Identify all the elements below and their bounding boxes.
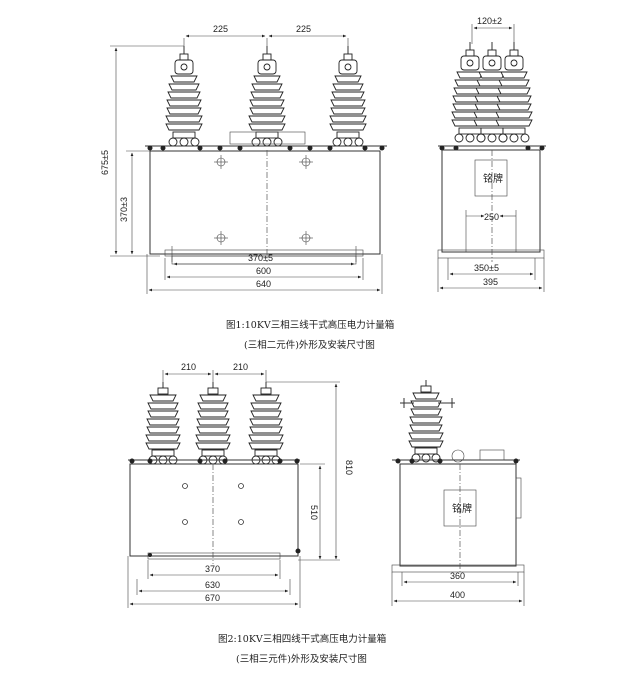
fig1-front-dim-base: 600: [256, 266, 271, 276]
fig1-side-view: 120±2 铭牌 250 350±5 395: [437, 16, 546, 292]
fig1-front-dim-tank-height: 370±3: [119, 197, 129, 222]
fig2-front-dim-tank-height: 510: [309, 505, 319, 520]
fig2-bushing-b: [195, 381, 231, 465]
fig1-side-dim-overall: 395: [483, 277, 498, 287]
fig2-front-dim-base: 630: [205, 580, 220, 590]
fig1-front-view: 225 225 675±5 370±: [100, 24, 387, 294]
fig1-nameplate: [474, 159, 508, 197]
fig2-caption-line2: (三相三元件)外形及安装尺寸图: [236, 653, 367, 665]
fig1-bushing-b: [248, 45, 286, 147]
fig2-side-dim-overall: 400: [450, 590, 465, 600]
fig2-bushing-c: [248, 381, 284, 465]
fig2-bushing-a: [145, 381, 181, 465]
fig2-front-dim-210-left: 210: [181, 362, 196, 372]
fig2-nameplate-text: 铭牌: [452, 502, 472, 515]
fig2-front-view: 210 210 810 510 370: [127, 362, 354, 608]
fig2-nameplate: [443, 489, 477, 527]
fig2-front-tank: [129, 463, 299, 557]
fig1-front-tank: [149, 150, 381, 255]
fig1-caption-line1: 图1:10KV三相三线干式高压电力计量箱: [226, 319, 394, 331]
fig2-front-dim-mount: 370: [205, 564, 220, 574]
fig1-front-dim-height: 675±5: [100, 150, 110, 175]
fig1-side-dim-inner: 250: [484, 212, 499, 222]
fig2-front-dim-overall: 670: [205, 593, 220, 603]
fig2-caption-line1: 图2:10KV三相四线干式高压电力计量箱: [218, 633, 386, 645]
fig1-caption-line2: (三相二元件)外形及安装尺寸图: [244, 339, 375, 351]
fig2-side-dim-mount: 360: [450, 571, 465, 581]
fig1-front-dim-mount: 370±5: [248, 253, 273, 263]
fig1-bushing-c: [329, 45, 367, 147]
fig2-front-dim-210-right: 210: [233, 362, 248, 372]
fig1-side-dim-mount: 350±5: [474, 263, 499, 273]
fig1-side-dim-bushing: 120±2: [477, 16, 502, 26]
fig1-front-dim-overall: 640: [256, 279, 271, 289]
fig1-bushing-a: [165, 45, 203, 147]
fig1-front-dim-225-right: 225: [296, 24, 311, 34]
fig2-side-view: 铭牌 360 400: [391, 379, 525, 606]
fig1-front-dim-225-left: 225: [213, 24, 228, 34]
fig1-nameplate-text: 铭牌: [483, 172, 503, 185]
fig2-front-dim-height: 810: [344, 460, 354, 475]
